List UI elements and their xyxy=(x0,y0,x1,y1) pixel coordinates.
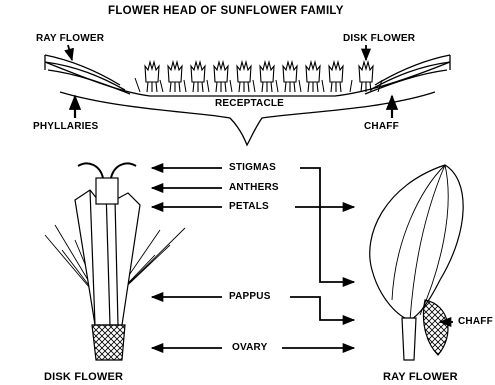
diagram-title: FLOWER HEAD OF SUNFLOWER FAMILY xyxy=(108,6,344,18)
label-chaff-top: CHAFF xyxy=(364,122,399,132)
label-ray-flower-bottom: RAY FLOWER xyxy=(383,372,458,383)
disk-florets-row xyxy=(145,62,373,92)
label-ovary: OVARY xyxy=(232,343,267,353)
label-anthers: ANTHERS xyxy=(229,183,279,193)
label-disk-flower-bottom: DISK FLOWER xyxy=(44,372,123,383)
label-pappus: PAPPUS xyxy=(229,292,271,302)
label-stigmas: STIGMAS xyxy=(229,163,276,173)
label-chaff-right: CHAFF xyxy=(458,317,493,327)
label-receptacle: RECEPTACLE xyxy=(215,99,284,109)
label-phyllaries: PHYLLARIES xyxy=(33,122,98,132)
label-disk-flower-top: DISK FLOWER xyxy=(343,34,415,44)
ray-flower-arrow xyxy=(68,45,72,60)
label-petals: PETALS xyxy=(229,202,269,212)
ray-flower-illustration xyxy=(370,165,463,360)
disk-flower-illustration xyxy=(45,163,185,360)
label-ray-flower-top: RAY FLOWER xyxy=(36,34,104,44)
